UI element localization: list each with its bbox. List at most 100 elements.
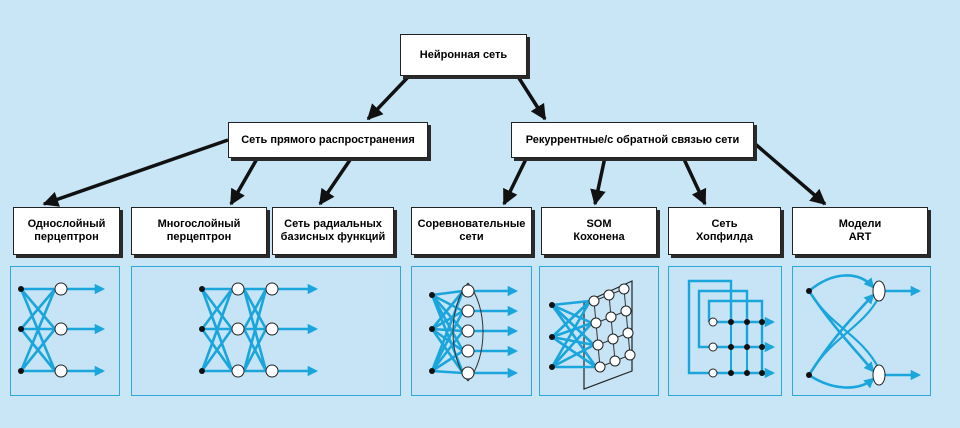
input-node xyxy=(199,326,205,332)
neuron-node xyxy=(590,317,602,329)
neuron-node xyxy=(588,295,600,307)
neuron-node xyxy=(708,317,718,327)
leaf-som-kohonen: SOM Кохонена xyxy=(541,207,657,255)
connection-line xyxy=(551,299,591,307)
root-node: Нейронная сеть xyxy=(400,34,527,76)
recurrent-node: Рекуррентные/с обратной связью сети xyxy=(511,122,754,158)
connection-line xyxy=(200,288,234,330)
neuron-node xyxy=(231,282,245,296)
single-layer-perceptron-figure xyxy=(18,282,106,378)
panel-art-models xyxy=(792,266,931,396)
connection-line xyxy=(551,335,595,347)
arrow-right-leaf6 xyxy=(681,156,707,206)
leaf-single-layer-perceptron: Однослойный перцептрон xyxy=(13,207,120,255)
connection-line xyxy=(200,328,234,372)
panel-hopfield xyxy=(668,266,782,396)
leaf-art-models: Модели ART xyxy=(792,207,928,255)
neuron-node xyxy=(605,311,617,323)
neuron-node xyxy=(622,327,634,339)
neuron-node xyxy=(609,355,621,367)
connection-line xyxy=(551,343,595,369)
feedback-line xyxy=(707,299,764,373)
panel-competitive-networks xyxy=(411,266,532,396)
connection-line xyxy=(431,309,464,331)
arrow-right-leaf4 xyxy=(502,156,529,206)
neuron-node xyxy=(461,284,475,298)
feedback-line xyxy=(687,279,733,375)
connection-line xyxy=(19,288,57,372)
connection-line xyxy=(200,288,234,372)
connection-line xyxy=(431,289,464,297)
neuron-node xyxy=(708,368,718,378)
neuron-node xyxy=(872,364,886,386)
input-node xyxy=(429,326,435,332)
multilayer-perceptron-figure xyxy=(199,282,319,378)
som-kohonen-figure xyxy=(549,280,636,390)
leaf-hopfield: Сеть Хопфилда xyxy=(668,207,781,255)
neuron-node xyxy=(618,283,630,295)
connection-line xyxy=(430,330,465,372)
connection-line xyxy=(550,304,598,368)
neuron-node xyxy=(594,361,606,373)
leaf-multilayer-perceptron: Многослойный перцептрон xyxy=(131,207,267,255)
input-node xyxy=(759,319,765,325)
connection-line xyxy=(551,300,591,338)
connection-line xyxy=(808,274,875,292)
input-node xyxy=(759,344,765,350)
connection-line xyxy=(242,328,268,372)
neuron-node xyxy=(592,339,604,351)
input-node xyxy=(429,292,435,298)
connection-line xyxy=(550,300,592,368)
connection-line xyxy=(430,310,465,372)
connection-line xyxy=(19,328,57,372)
connection-line xyxy=(20,288,56,330)
input-node xyxy=(806,372,812,378)
neuron-node xyxy=(54,322,68,336)
connection-line xyxy=(242,288,268,330)
leaf-rbf-network: Сеть радиальных базисных функций xyxy=(272,207,394,255)
art-model-figure xyxy=(806,274,922,389)
arrow-left-leaf2 xyxy=(229,156,260,206)
feedback-line xyxy=(812,296,880,370)
neuron-node xyxy=(54,282,68,296)
connection-line xyxy=(551,322,593,368)
connection-line xyxy=(430,294,465,352)
input-node xyxy=(744,319,750,325)
neuron-node xyxy=(231,364,245,378)
neuron-node xyxy=(54,364,68,378)
neuron-node xyxy=(872,280,886,302)
connection-line xyxy=(551,303,593,325)
competitive-network-figure xyxy=(429,282,519,382)
arrow-right-leaf5 xyxy=(590,156,607,206)
neuron-node xyxy=(607,333,619,345)
arrow-root-left xyxy=(366,73,412,121)
connection-line xyxy=(431,293,464,313)
connection-line xyxy=(431,294,464,332)
connection-line xyxy=(431,369,464,375)
input-node xyxy=(18,368,24,374)
arrow-left-leaf3 xyxy=(318,156,354,206)
neuron-node xyxy=(231,322,245,336)
neuron-node xyxy=(624,349,636,361)
input-node xyxy=(18,326,24,332)
input-node xyxy=(199,286,205,292)
feedforward-node: Сеть прямого распространения xyxy=(228,122,428,158)
connection-line xyxy=(242,288,268,372)
neuron-node xyxy=(708,342,718,352)
leaf-competitive-networks: Соревновательные сети xyxy=(411,207,532,255)
neuron-node xyxy=(461,366,475,380)
feedback-line xyxy=(697,289,749,349)
connection-line xyxy=(431,349,464,373)
neuron-node xyxy=(265,322,279,336)
connection-line xyxy=(430,290,465,330)
neuron-node xyxy=(461,324,475,338)
input-node xyxy=(759,370,765,376)
connection-line xyxy=(551,335,597,369)
input-node xyxy=(806,288,812,294)
input-node xyxy=(199,368,205,374)
hopfield-figure xyxy=(687,279,776,379)
input-node xyxy=(744,344,750,350)
input-node xyxy=(744,370,750,376)
connection-line xyxy=(551,304,595,346)
